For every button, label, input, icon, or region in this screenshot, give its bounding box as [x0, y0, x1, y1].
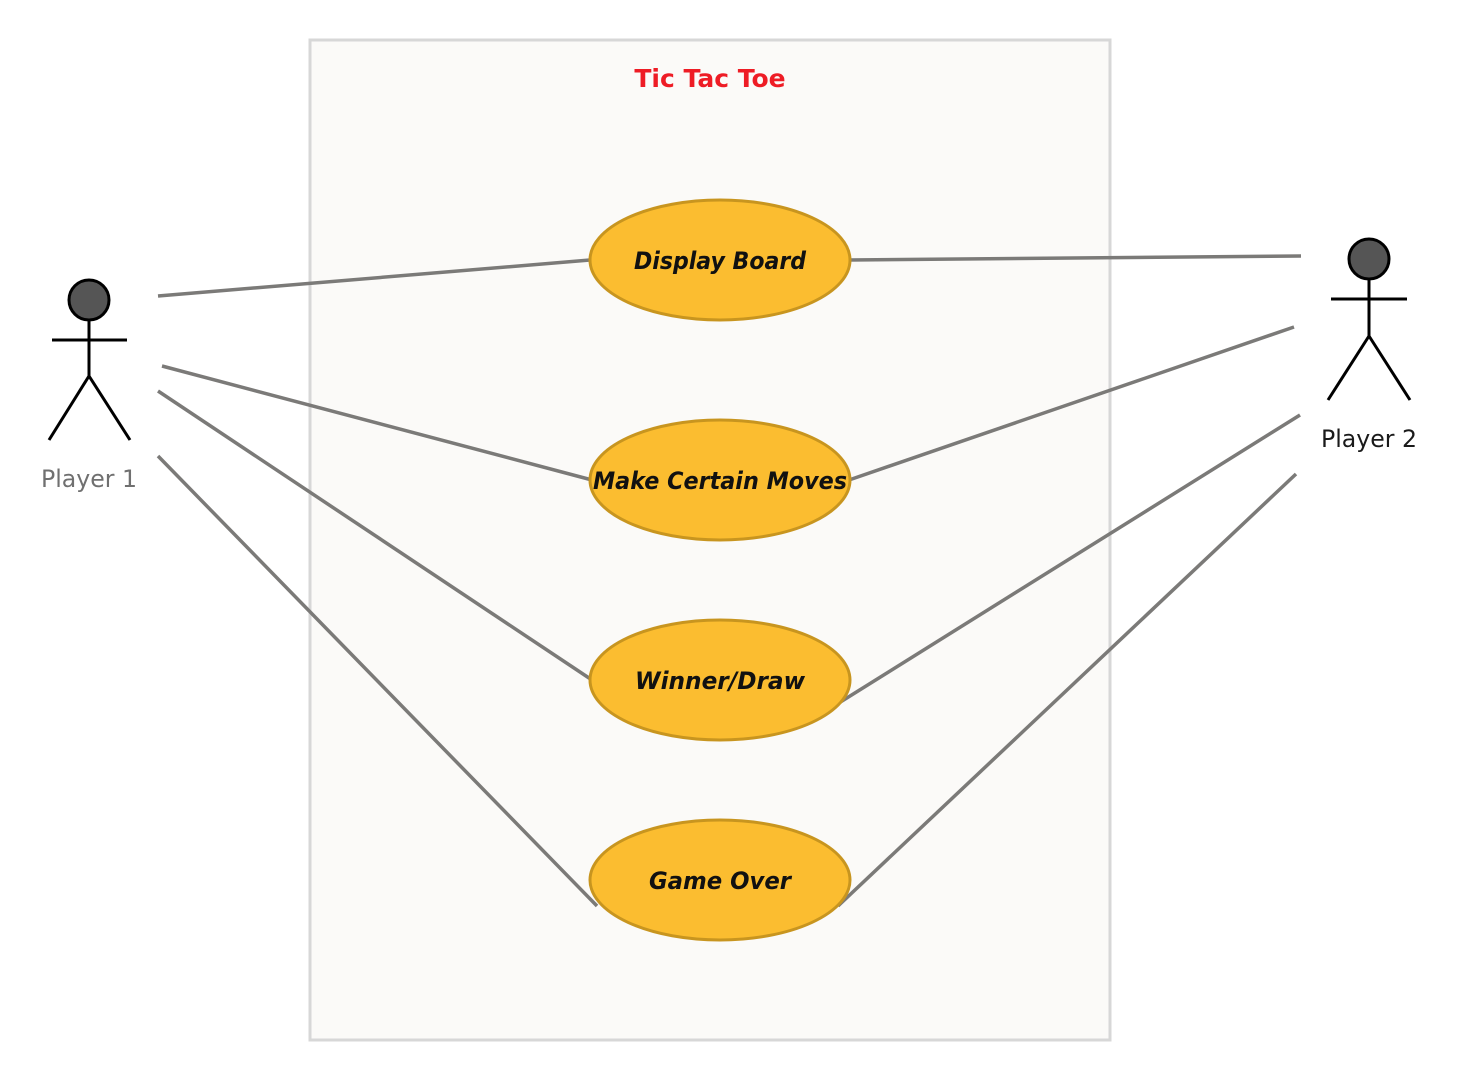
use-case-game-over[interactable]: Game Over: [588, 818, 852, 942]
association-player2-display-board[interactable]: [848, 254, 1302, 262]
actor-right-leg: [1367, 335, 1412, 401]
association-player2-winner-draw[interactable]: [833, 413, 1301, 708]
use-case-ellipse[interactable]: [588, 818, 852, 942]
actor-head-icon: [1347, 237, 1391, 281]
actor-head-icon: [67, 278, 111, 322]
actor-left-leg: [47, 375, 91, 441]
actor-name: Player 1: [41, 465, 137, 493]
use-case-winner-draw[interactable]: Winner/Draw: [588, 618, 852, 742]
association-player1-display-board[interactable]: [157, 258, 591, 298]
association-player1-game-over[interactable]: [156, 454, 599, 908]
actor-right-leg: [87, 375, 132, 441]
player-2-associations: [833, 254, 1302, 908]
association-player2-make-certain-moves[interactable]: [848, 325, 1295, 482]
association-player2-game-over[interactable]: [836, 472, 1298, 908]
use-case-ellipse[interactable]: [588, 618, 852, 742]
use-case-label: Make Certain Moves: [593, 467, 847, 495]
actor-player-1[interactable]: Player 1: [41, 278, 137, 493]
system-title: Tic Tac Toe: [634, 64, 785, 93]
use-case-ellipse[interactable]: [588, 418, 852, 542]
use-case-ellipse[interactable]: [588, 198, 852, 322]
actor-left-leg: [1326, 335, 1371, 401]
player-1-associations: [156, 258, 599, 908]
use-case-display-board[interactable]: Display Board: [588, 198, 852, 322]
association-player1-make-certain-moves[interactable]: [161, 364, 593, 482]
use-case-make-certain-moves[interactable]: Make Certain Moves: [588, 418, 852, 542]
actor-player-2[interactable]: Player 2: [1321, 237, 1417, 453]
use-case-label: Game Over: [649, 867, 793, 895]
use-case-label: Display Board: [634, 247, 807, 275]
use-case-label: Winner/Draw: [635, 667, 806, 695]
association-player1-winner-draw[interactable]: [157, 389, 593, 682]
actor-name: Player 2: [1321, 425, 1417, 453]
